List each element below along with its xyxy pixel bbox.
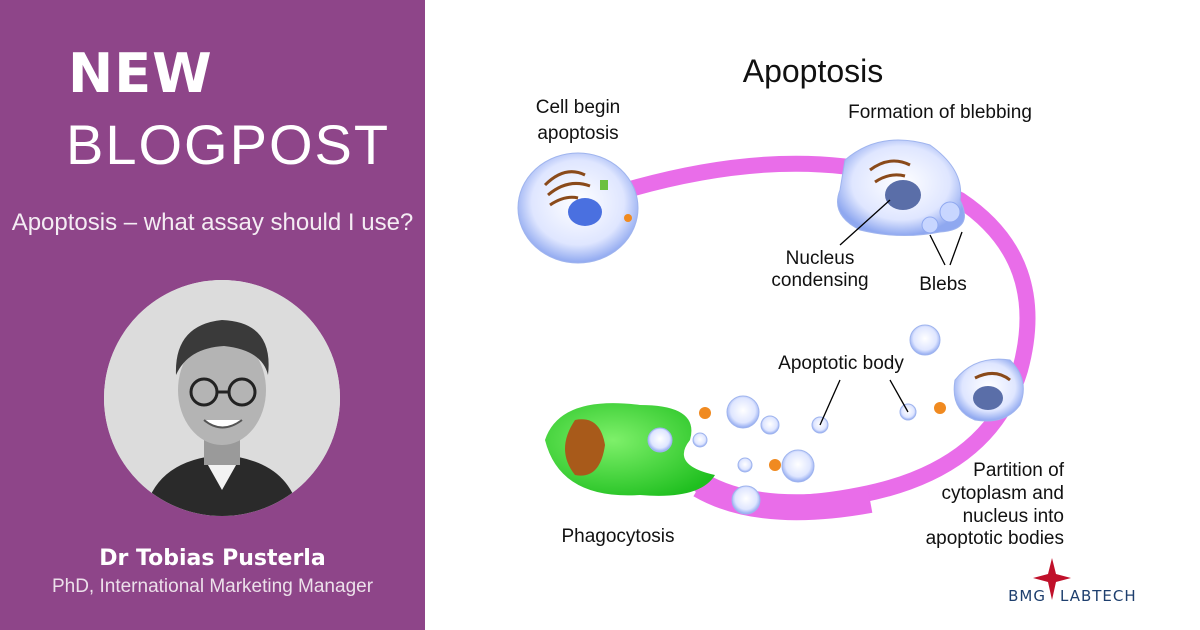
diagram-title: Apoptosis [743,53,884,89]
label-apoptotic-body: Apoptotic body [778,353,904,374]
logo-text-labtech: LABTECH [1060,587,1137,605]
author-role: PhD, International Marketing Manager [51,576,374,597]
cell-blebbing [837,139,965,237]
label-cell-begin-2: apoptosis [537,123,618,144]
post-subtitle: Apoptosis – what assay should I use? [11,209,414,236]
headline-blogpost: BLOGPOST [66,113,391,176]
label-partition-3: nucleus into [963,506,1064,527]
author-photo [104,280,340,516]
author-name: Dr Tobias Pusterla [99,546,326,571]
cell-normal [517,152,639,264]
label-partition-2: cytoplasm and [941,483,1064,504]
headline-new: NEW [68,42,213,105]
label-partition: Partition of [973,460,1065,481]
label-phagocytosis: Phagocytosis [561,526,674,547]
label-blebs: Blebs [919,274,967,295]
label-nucleus-2: condensing [771,270,868,291]
leader-lines [819,199,963,426]
label-cell-begin: Cell begin [536,97,621,118]
bmg-labtech-logo: BMG LABTECH [1008,558,1137,605]
label-partition-4: apoptotic bodies [926,528,1064,549]
cell-fragmenting [953,358,1024,422]
label-nucleus: Nucleus [786,248,855,269]
apoptosis-diagram: Apoptosis [517,53,1137,605]
label-blebbing: Formation of blebbing [848,102,1032,123]
logo-text-bmg: BMG [1008,587,1046,605]
left-panel: NEW BLOGPOST Apoptosis – what assay shou… [0,0,425,630]
phagocyte [545,403,715,496]
